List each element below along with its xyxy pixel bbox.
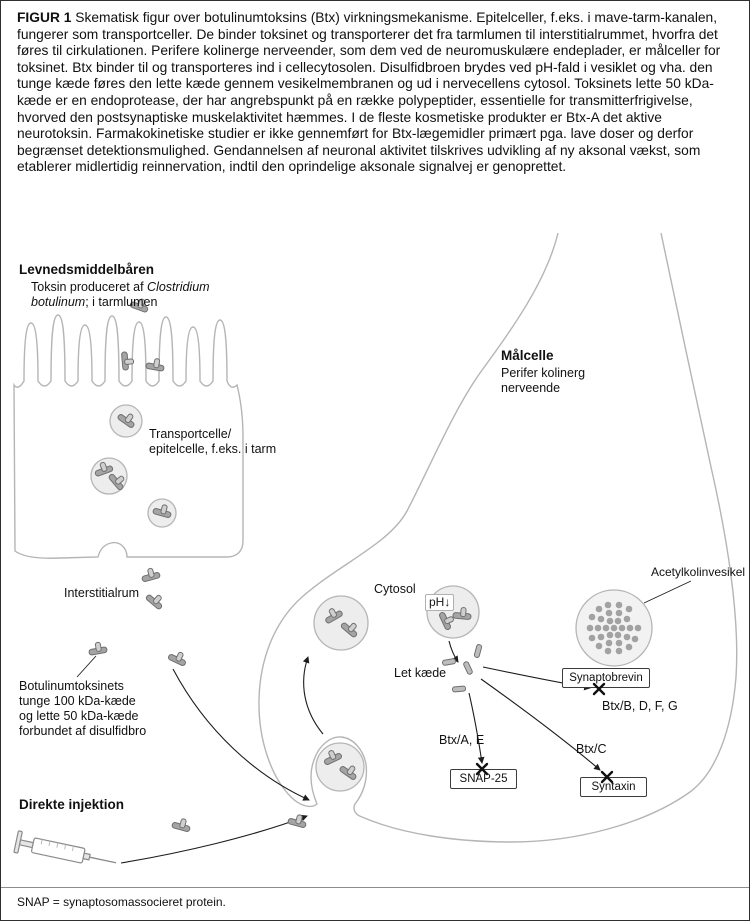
- vesicle: [315, 742, 365, 792]
- label-toxin-structure: Botulinumtoksinets tunge 100 kDa-kæde og…: [19, 679, 146, 739]
- toxin-structure-line-2: tunge 100 kDa-kæde: [19, 694, 136, 708]
- nerve-terminal-outline: [258, 232, 738, 843]
- arrow-light-chain-release: [448, 640, 459, 663]
- label-foodborne-sub: Toksin produceret af Clostridium botulin…: [31, 280, 210, 310]
- label-target-cell-title: Målcelle: [501, 348, 554, 363]
- figure-number: FIGUR 1: [17, 10, 72, 25]
- arrow-vesicle-recycling: [302, 656, 324, 735]
- protein-box-snap25: SNAP-25: [450, 769, 517, 789]
- arrow-to-syntaxin: [480, 678, 601, 771]
- arrow-injection-to-nerve: [120, 814, 308, 864]
- label-target-cell-sub: Perifer kolinerg nerveende: [501, 366, 585, 396]
- target-cell-line-1: Perifer kolinerg: [501, 366, 586, 380]
- target-cell-line-2: nerveende: [501, 381, 561, 395]
- foodborne-sub-italic-1: Clostridium: [147, 280, 210, 294]
- footnote-text: SNAP = synaptosomassocieret protein.: [17, 895, 226, 909]
- foodborne-sub-plain-1: Toksin produceret af: [31, 280, 148, 294]
- label-btx-bdfg: Btx/B, D, F, G: [602, 699, 678, 713]
- label-acetylcholine-vesicle: Acetylkolinvesikel: [651, 565, 746, 579]
- transport-cell-line-2: epitelcelle, f.eks. i tarm: [149, 442, 277, 456]
- arrow-toxin-to-nerve: [172, 668, 310, 801]
- protein-box-syntaxin: Syntaxin: [580, 777, 647, 797]
- label-btx-c: Btx/C: [576, 742, 607, 756]
- syringe-icon: [13, 830, 117, 864]
- caption-text: Skematisk figur over botulinumtoksins (B…: [17, 10, 721, 175]
- label-interstitial-space: Interstitialrum: [64, 586, 140, 600]
- leader-toxin-structure: [76, 655, 97, 678]
- protein-box-synaptobrevin: Synaptobrevin: [562, 668, 650, 688]
- label-btx-ae: Btx/A, E: [439, 733, 485, 747]
- leader-acetylcholine-vesicle: [643, 580, 692, 604]
- arrow-to-snap25: [468, 692, 485, 764]
- toxin-structure-line-4: forbundet af disulfidbro: [19, 724, 147, 738]
- acetylcholine-dots: [586, 601, 642, 655]
- vesicle: [313, 595, 369, 651]
- label-light-chain: Let kæde: [394, 666, 447, 680]
- toxin-structure-line-1: Botulinumtoksinets: [19, 679, 124, 693]
- acetylcholine-vesicle: [575, 589, 653, 667]
- foodborne-sub-italic-2: botulinum: [31, 295, 86, 309]
- label-foodborne-title: Levnedsmiddelbåren: [19, 262, 155, 277]
- arrows: [76, 580, 692, 864]
- label-ph-drop: pH↓: [425, 594, 455, 611]
- figure-caption: FIGUR 1 Skematisk figur over botulinumto…: [17, 10, 735, 176]
- label-transport-cell: Transportcelle/ epitelcelle, f.eks. i ta…: [149, 427, 276, 457]
- foodborne-sub-plain-2: ; i tarmlumen: [85, 295, 158, 309]
- label-direct-injection: Direkte injektion: [19, 797, 125, 812]
- transport-cell-line-1: Transportcelle/: [149, 427, 232, 441]
- label-cytosol: Cytosol: [374, 582, 416, 596]
- footnote-divider: [1, 887, 749, 888]
- toxin-structure-line-3: og lette 50 kDa-kæde: [19, 709, 139, 723]
